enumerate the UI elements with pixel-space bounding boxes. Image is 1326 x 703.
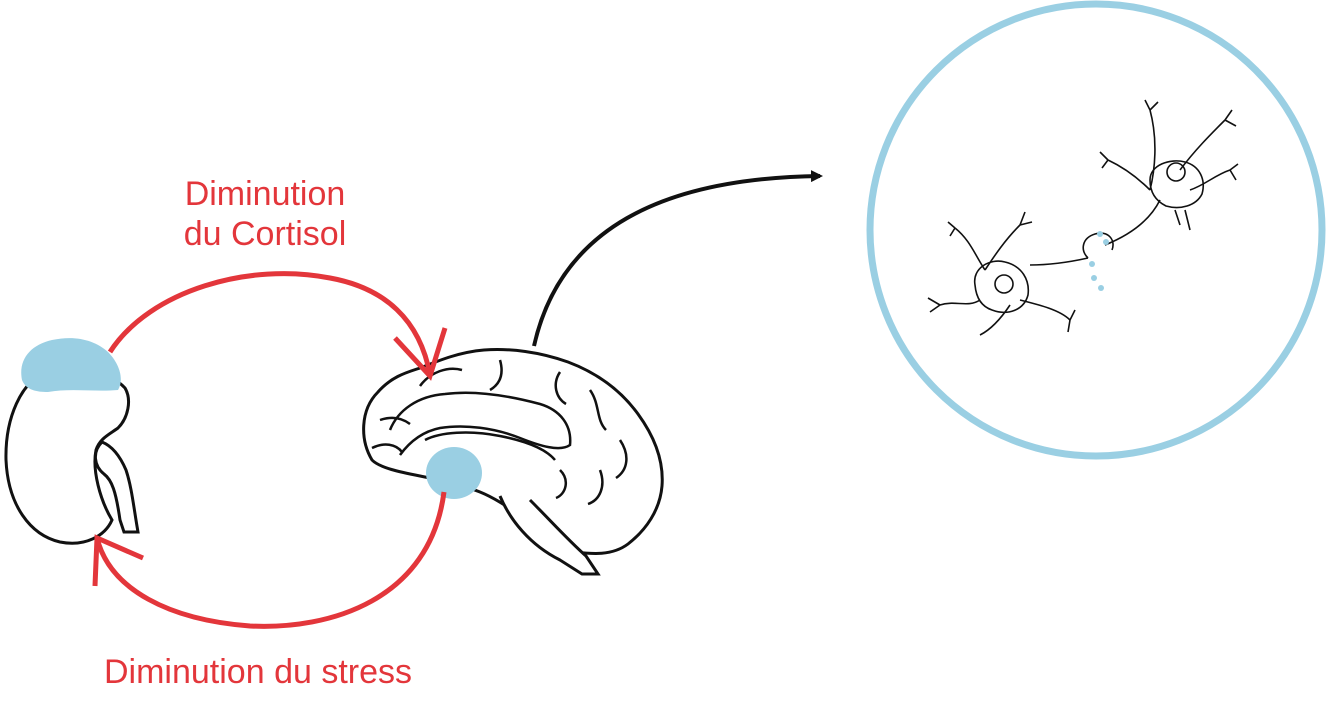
adrenal-gland-icon — [21, 338, 121, 392]
zoom-arrow — [532, 170, 823, 347]
hippocampus-icon — [426, 447, 482, 499]
cortisol-feedback-arrow — [107, 271, 448, 381]
cortisol-decrease-label: Diminution du Cortisol — [150, 174, 380, 254]
kidney-icon — [4, 338, 140, 545]
cortisol-label-line2: du Cortisol — [183, 215, 347, 253]
neurotransmitter-dots — [1089, 231, 1109, 291]
brain-icon — [362, 348, 664, 576]
cortisol-label-line1: Diminution — [184, 175, 346, 213]
stress-feedback-arrow — [92, 491, 447, 629]
neurons-icon — [927, 99, 1239, 336]
stress-decrease-label: Diminution du stress — [104, 653, 413, 691]
zoom-circle — [866, 0, 1326, 460]
